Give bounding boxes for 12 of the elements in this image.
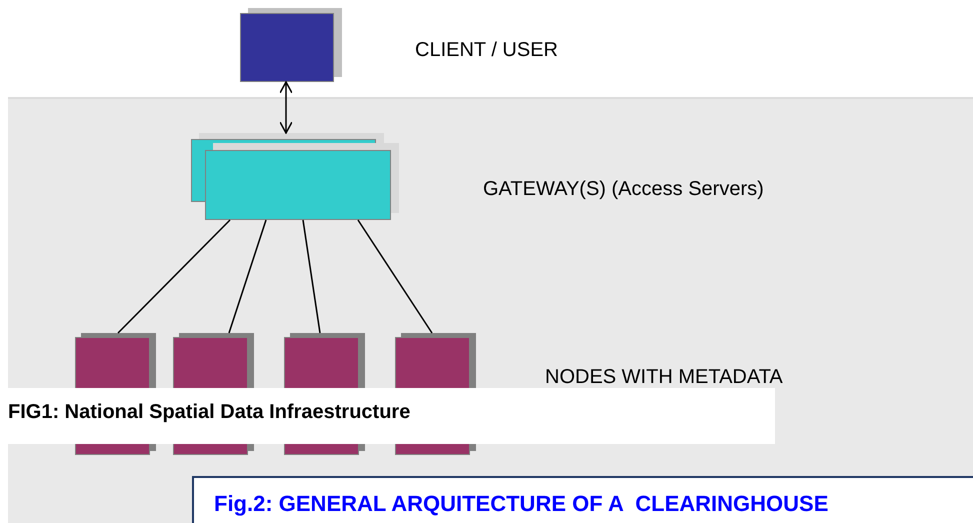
connector-line (302, 220, 321, 334)
gateway-drawing (191, 133, 399, 220)
double-arrow (279, 81, 293, 134)
figure-caption: Fig.2: GENERAL ARQUITECTURE OF A CLEARINGHOUSE (214, 491, 828, 517)
connector-line (357, 220, 433, 334)
layer-label: GATEWAY(S) (Access Servers) (483, 178, 764, 201)
layer-label: CLIENT / USER (415, 39, 558, 62)
client-box (240, 8, 342, 82)
connector-line (117, 219, 231, 334)
layer-label: NODES WITH METADATA (545, 366, 783, 389)
figure-caption: FIG1: National Spatial Data Infraestructure (8, 401, 410, 424)
connector-line (228, 220, 267, 334)
